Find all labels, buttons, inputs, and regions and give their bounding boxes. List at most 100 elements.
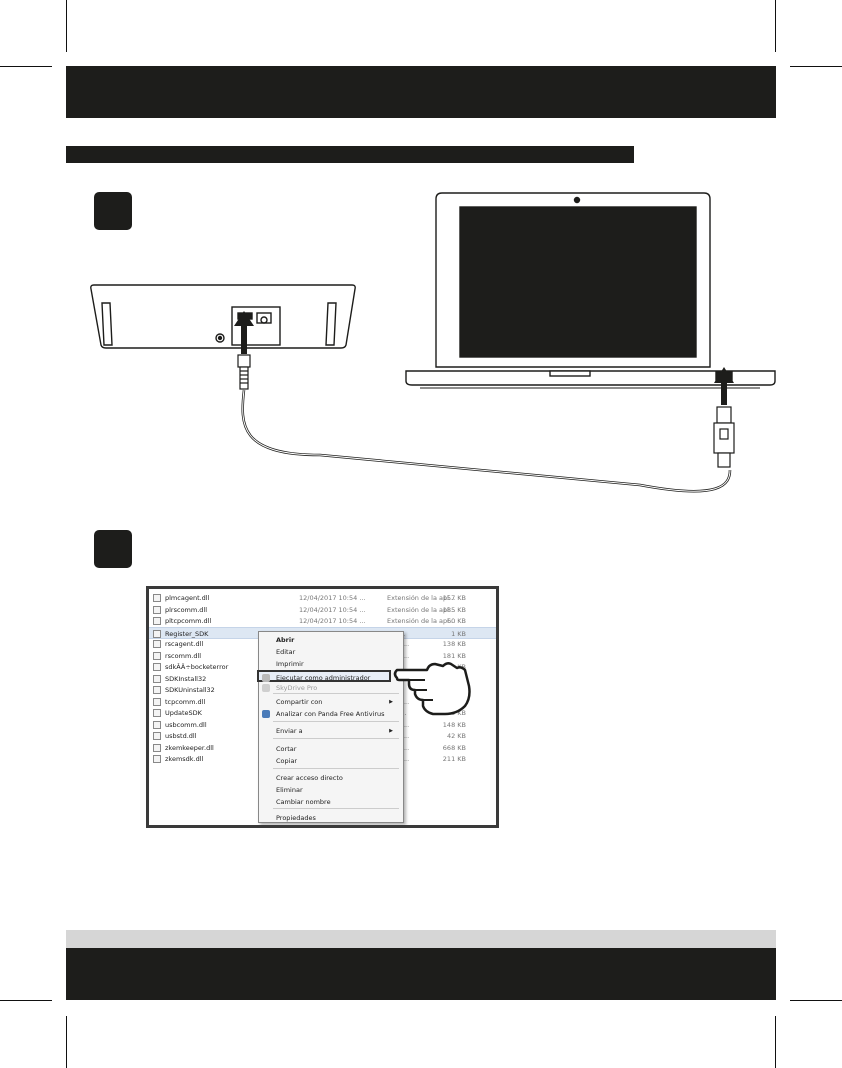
header-bar xyxy=(66,66,776,118)
file-name: rscagent.dll xyxy=(165,640,204,648)
file-size: 148 KB xyxy=(442,720,466,729)
file-name: zkemkeeper.dll xyxy=(165,743,214,752)
menu-item-copiar[interactable]: Copiar xyxy=(259,755,403,767)
connection-illustration xyxy=(90,192,776,493)
submenu-arrow-icon: ▶ xyxy=(389,728,393,734)
footer-gray-band xyxy=(66,930,776,948)
menu-item-crear-acceso-directo[interactable]: Crear acceso directo xyxy=(259,772,403,784)
menu-item-propiedades[interactable]: Propiedades xyxy=(259,812,403,824)
menu-item-editar[interactable]: Editar xyxy=(259,646,403,658)
menu-separator xyxy=(273,768,399,769)
footer-bar xyxy=(66,948,776,1000)
file-name: usbstd.dll xyxy=(165,732,197,740)
file-size: 42 KB xyxy=(446,732,466,740)
file-icon xyxy=(153,594,161,602)
crop-mark xyxy=(790,1000,842,1001)
file-name: plrscomm.dll xyxy=(165,605,208,614)
menu-item-label: Cambiar nombre xyxy=(276,798,331,806)
menu-item-label: Abrir xyxy=(276,636,295,644)
panda-icon xyxy=(262,710,270,718)
menu-item-analizar-con-panda-free-antivirus[interactable]: Analizar con Panda Free Antivirus xyxy=(259,708,403,720)
crop-mark xyxy=(0,1000,52,1001)
crop-mark xyxy=(790,66,842,67)
menu-item-imprimir[interactable]: Imprimir xyxy=(259,658,403,670)
menu-item-label: SkyDrive Pro xyxy=(276,684,318,692)
file-row[interactable]: plrscomm.dll 12/04/2017 10:54 ... Extensió… xyxy=(149,604,496,616)
fingerprint-device xyxy=(90,284,356,349)
file-type: Extensión de la apl... xyxy=(387,617,456,625)
menu-item-cambiar-nombre[interactable]: Cambiar nombre xyxy=(259,796,403,808)
file-size: 157 KB xyxy=(442,594,466,602)
file-icon xyxy=(153,605,161,614)
file-icon xyxy=(153,640,161,648)
file-name: plmcagent.dll xyxy=(165,594,210,602)
file-row[interactable]: SDKInstall32 xyxy=(149,673,496,685)
menu-item-abrir[interactable]: Abrir xyxy=(259,634,403,646)
menu-item-label: Crear acceso directo xyxy=(276,774,343,782)
menu-separator xyxy=(273,721,399,722)
crop-mark xyxy=(66,0,67,52)
menu-item-cortar[interactable]: Cortar xyxy=(259,743,403,755)
file-name: tcpcomm.dll xyxy=(165,697,206,706)
file-name: pltcpcomm.dll xyxy=(165,617,212,625)
file-icon xyxy=(153,743,161,752)
file-row[interactable]: SDKUninstall32 xyxy=(149,684,496,696)
file-icon xyxy=(153,663,161,671)
menu-item-enviar-a[interactable]: Enviar a ▶ xyxy=(259,725,403,737)
pointing-hand-icon xyxy=(393,662,471,716)
file-name: zkemsdk.dll xyxy=(165,755,204,763)
menu-item-label: Eliminar xyxy=(276,786,303,794)
crop-mark xyxy=(66,1016,67,1068)
file-size: 181 KB xyxy=(442,651,466,660)
file-type: Extensión de la apl... xyxy=(387,594,456,602)
file-date: 12/04/2017 10:54 ... xyxy=(299,617,366,625)
file-name: usbcomm.dll xyxy=(165,720,207,729)
menu-item-label: Propiedades xyxy=(276,814,316,822)
arrow-up-icon xyxy=(234,311,254,354)
file-name: rscomm.dll xyxy=(165,651,202,660)
menu-item-label: Editar xyxy=(276,648,296,656)
menu-item-label: Enviar a xyxy=(276,727,303,735)
menu-item-compartir-con[interactable]: Compartir con ▶ xyxy=(259,696,403,708)
submenu-arrow-icon: ▶ xyxy=(389,699,393,705)
file-size: 138 KB xyxy=(442,640,466,648)
file-name: UpdateSDK xyxy=(165,709,202,717)
file-icon xyxy=(153,709,161,717)
menu-item-eliminar[interactable]: Eliminar xyxy=(259,784,403,796)
file-name: SDKInstall32 xyxy=(165,674,207,683)
file-icon xyxy=(153,629,161,638)
file-size: 0 KB xyxy=(451,709,466,717)
file-type: Extensión de la apl... xyxy=(387,605,456,614)
file-size: 185 KB xyxy=(442,605,466,614)
menu-separator xyxy=(273,738,399,739)
shield-icon xyxy=(262,674,270,682)
file-icon xyxy=(153,755,161,763)
file-name: SDKUninstall32 xyxy=(165,686,215,694)
arrow-up-icon xyxy=(714,367,734,405)
file-icon xyxy=(153,617,161,625)
menu-item-skydrive-pro[interactable]: SkyDrive Pro xyxy=(259,682,403,694)
usb-cable xyxy=(241,389,732,493)
crop-mark xyxy=(775,1016,776,1068)
menu-item-label: Ejecutar como administrador xyxy=(276,674,371,682)
file-name: Register_SDK xyxy=(165,629,209,638)
file-name: sdkÂÄ÷bocketerror xyxy=(165,663,229,671)
menu-item-label: Compartir con xyxy=(276,698,323,706)
usb-plug-laptop xyxy=(713,406,735,468)
menu-item-label: Copiar xyxy=(276,757,298,765)
laptop xyxy=(405,192,776,389)
menu-item-label: Analizar con Panda Free Antivirus xyxy=(276,710,385,718)
file-icon xyxy=(153,651,161,660)
skydrive-icon xyxy=(262,684,270,692)
step-2-badge xyxy=(94,530,132,568)
file-icon xyxy=(153,720,161,729)
file-date: 12/04/2017 10:54 ... xyxy=(299,605,366,614)
step-1-badge xyxy=(94,192,132,230)
file-icon xyxy=(153,674,161,683)
usb-plug-device xyxy=(237,354,251,390)
explorer-screenshot: plmcagent.dll 12/04/2017 10:54 ... Extensi… xyxy=(146,586,499,828)
file-row[interactable]: pltcpcomm.dll 12/04/2017 10:54 ... Extensi… xyxy=(149,615,496,627)
menu-item-ejecutar-como-administrador[interactable]: Ejecutar como administrador xyxy=(257,670,391,682)
